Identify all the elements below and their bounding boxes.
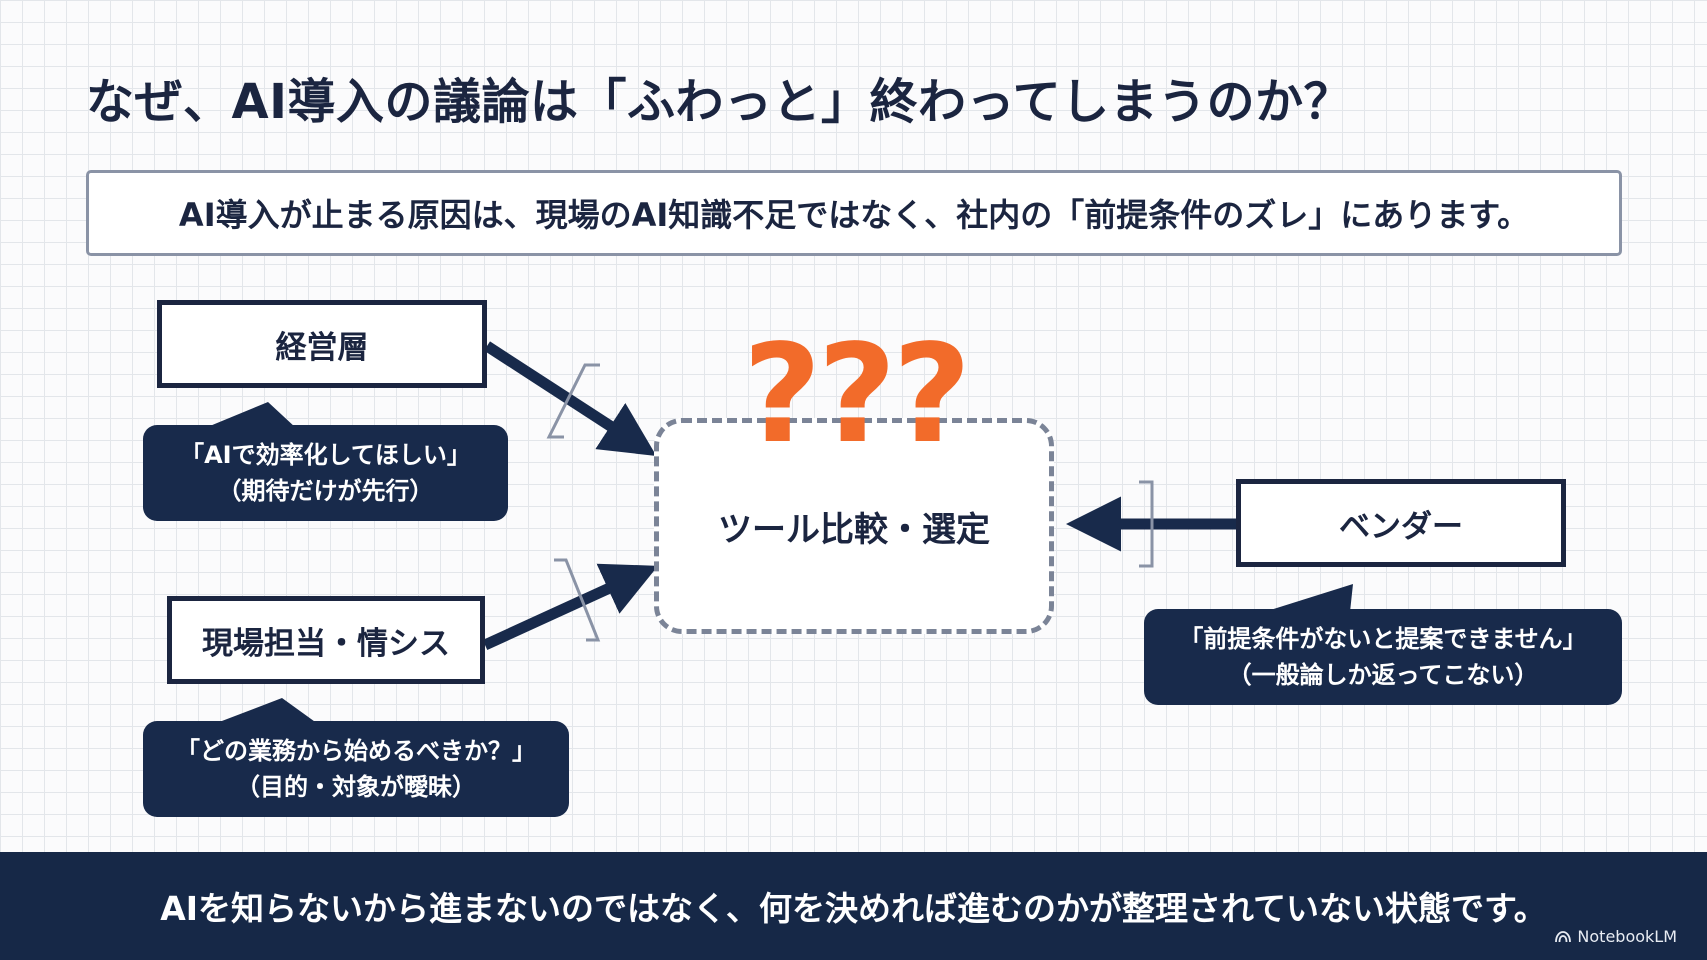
speech-bubble-management: 「AIで効率化してほしい」 （期待だけが先行） bbox=[143, 425, 508, 521]
arrow-management-to-center bbox=[484, 341, 657, 456]
bubble-tail-field bbox=[214, 698, 318, 724]
bubble-note: （一般論しか返ってこない） bbox=[1227, 661, 1539, 689]
page-title: なぜ、AI導入の議論は「ふわっと」終わってしまうのか？ bbox=[86, 74, 1353, 130]
bubble-tail-vendor bbox=[1264, 584, 1353, 612]
bubble-quote: 「どの業務から始めるべきか？」 bbox=[176, 737, 536, 765]
stakeholder-box-field: 現場担当・情シス bbox=[167, 596, 485, 684]
footer-bar: AIを知らないから進まないのではなく、何を決めれば進むのかが整理されていない状態… bbox=[0, 852, 1707, 960]
watermark: NotebookLM bbox=[1555, 927, 1677, 946]
bracket-field bbox=[554, 558, 601, 642]
watermark-text: NotebookLM bbox=[1577, 927, 1677, 946]
bubble-quote: 「AIで効率化してほしい」 bbox=[180, 441, 471, 469]
question-marks: ??? bbox=[742, 316, 972, 474]
bubble-note: （目的・対象が曖昧） bbox=[236, 773, 476, 801]
bubble-quote: 「前提条件がないと提案できません」 bbox=[1179, 625, 1587, 653]
tool-selection-box: ツール比較・選定 bbox=[654, 418, 1054, 634]
stakeholder-box-vendor: ベンダー bbox=[1236, 479, 1566, 567]
tool-selection-label: ツール比較・選定 bbox=[718, 509, 990, 550]
stakeholder-box-management: 経営層 bbox=[157, 300, 487, 388]
notebooklm-logo-icon bbox=[1555, 930, 1572, 942]
key-message-box: AI導入が止まる原因は、現場のAI知識不足ではなく、社内の「前提条件のズレ」にあ… bbox=[86, 170, 1622, 256]
bracket-vendor bbox=[1139, 480, 1154, 568]
bubble-tail-management bbox=[205, 402, 296, 428]
bracket-management bbox=[546, 363, 600, 439]
speech-bubble-vendor: 「前提条件がないと提案できません」 （一般論しか返ってこない） bbox=[1144, 609, 1622, 705]
arrow-field-to-center bbox=[482, 563, 659, 651]
speech-bubble-field: 「どの業務から始めるべきか？」 （目的・対象が曖昧） bbox=[143, 721, 569, 817]
footer-text: AIを知らないから進まないのではなく、何を決めれば進むのかが整理されていない状態… bbox=[160, 889, 1547, 928]
key-message-text: AI導入が止まる原因は、現場のAI知識不足ではなく、社内の「前提条件のズレ」にあ… bbox=[178, 196, 1530, 234]
bubble-note: （期待だけが先行） bbox=[217, 477, 434, 505]
